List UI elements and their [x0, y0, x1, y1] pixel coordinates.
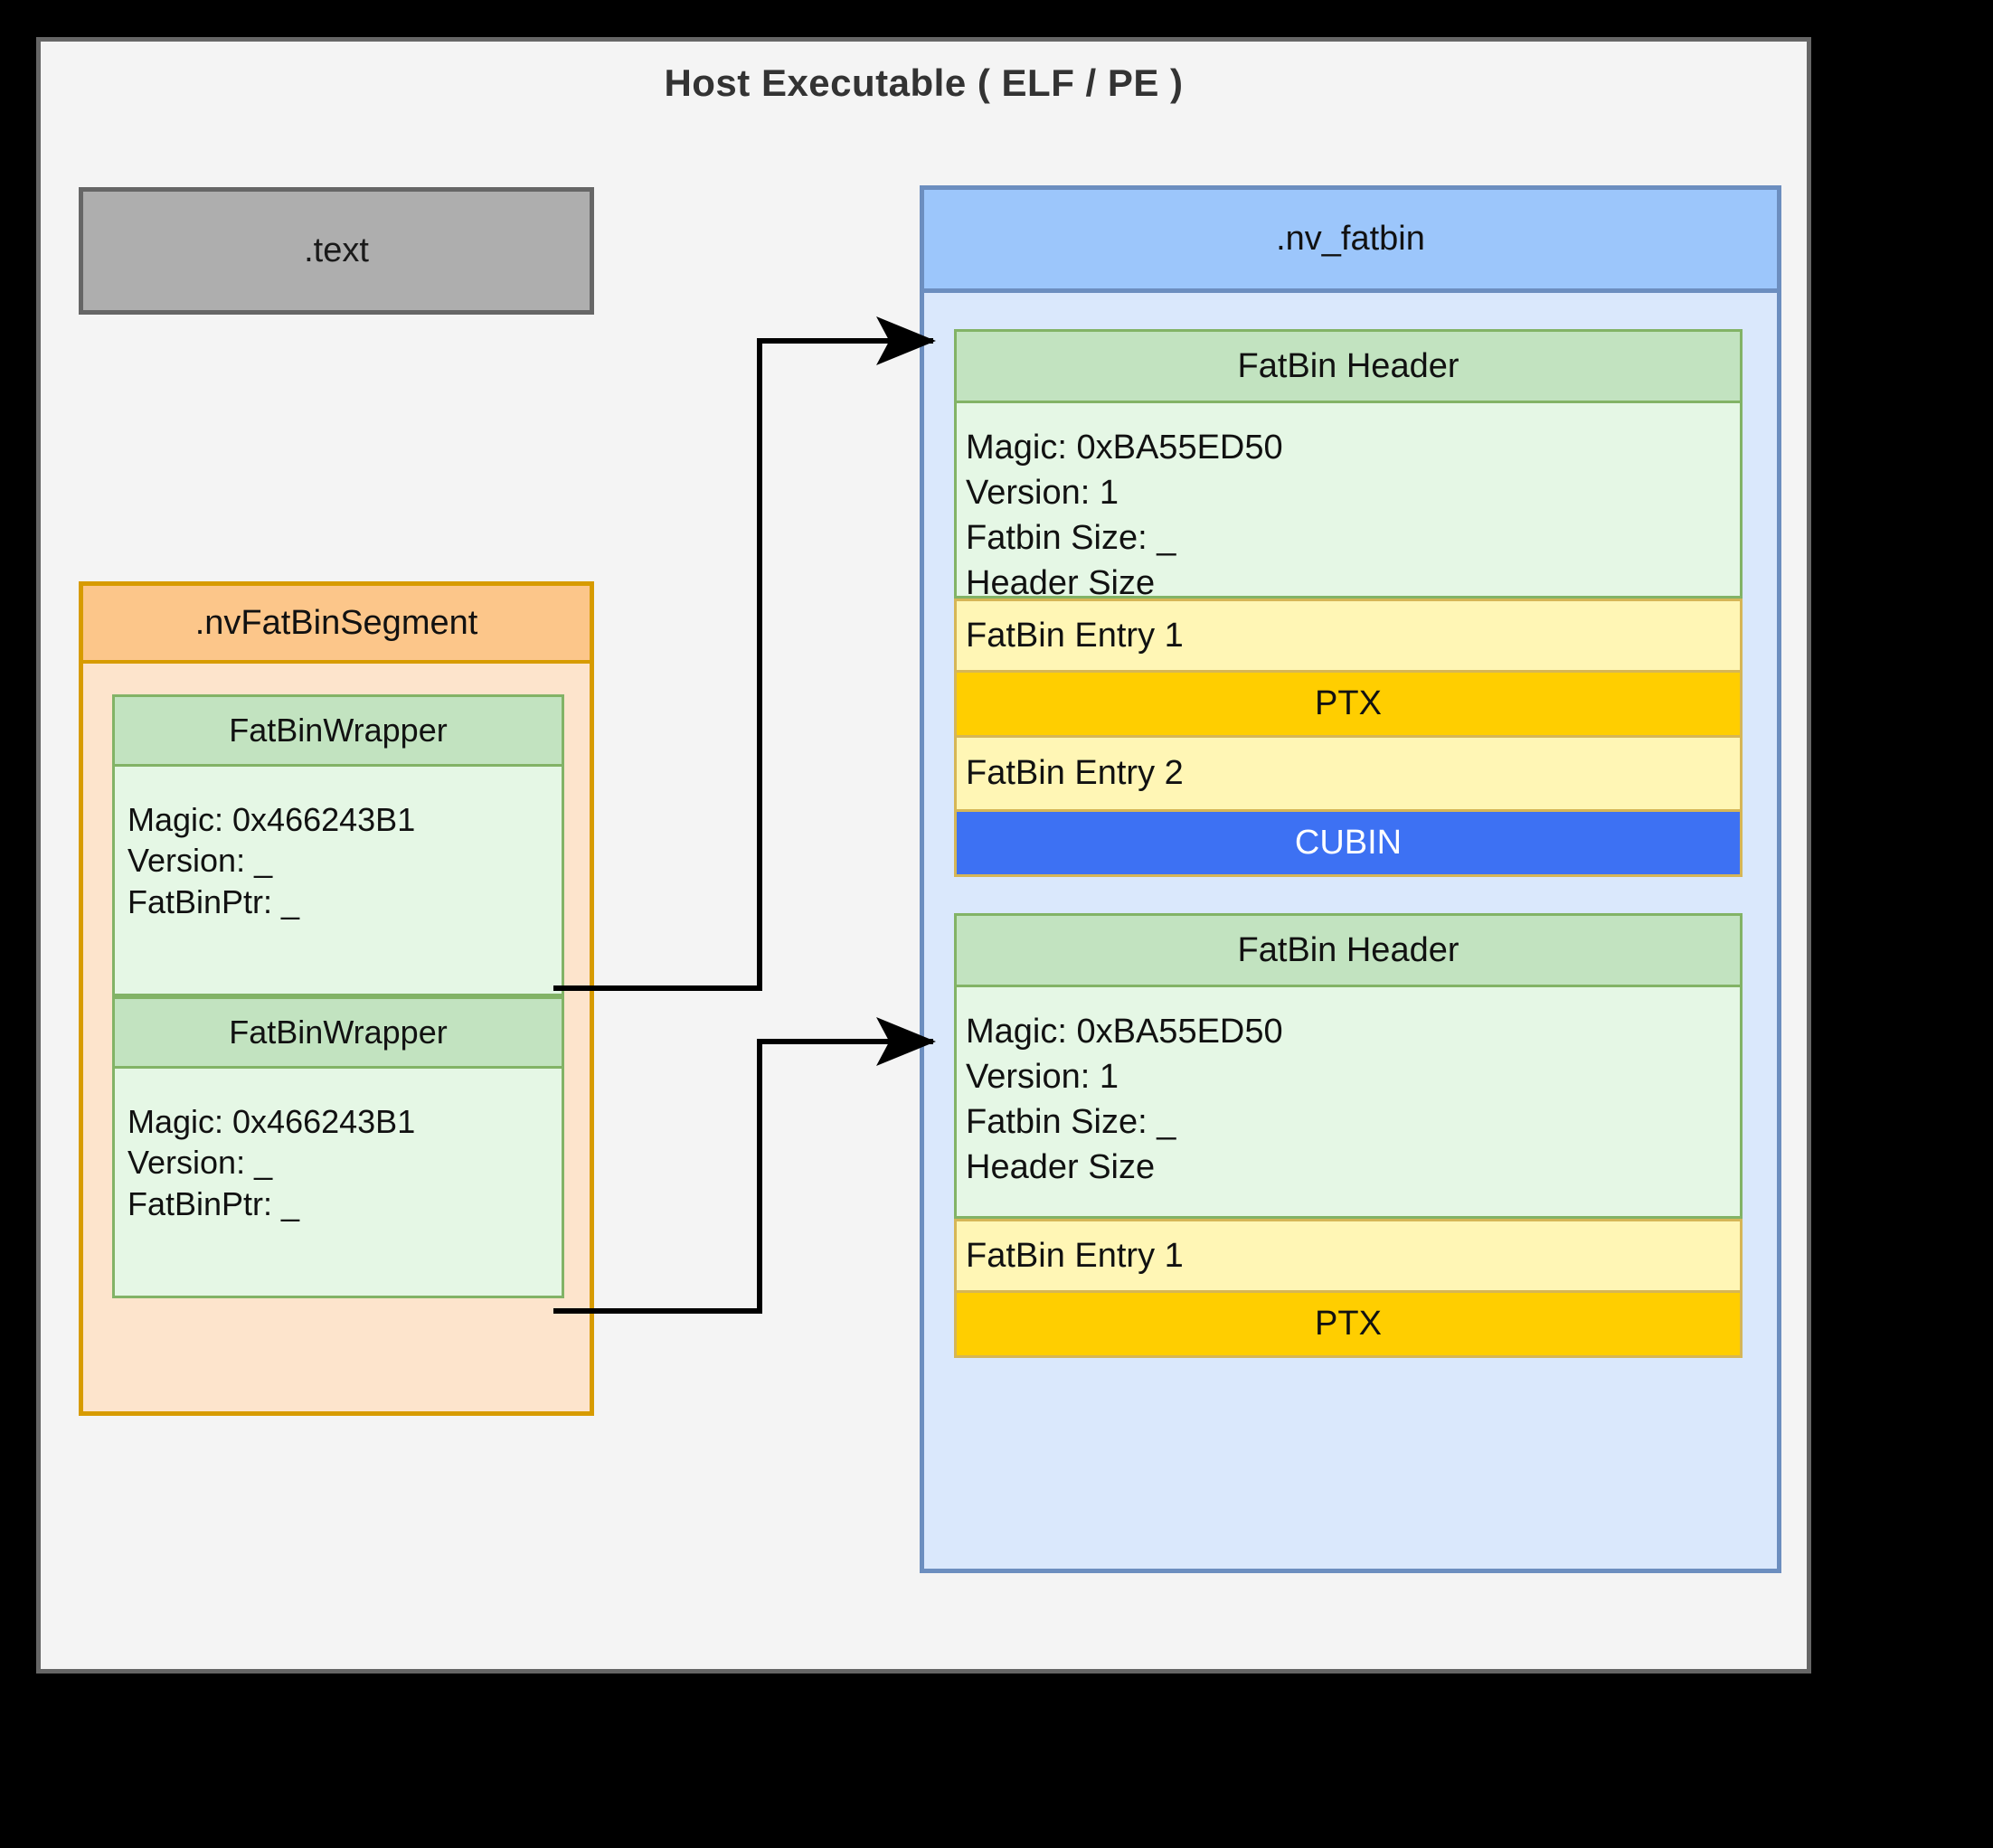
- fatbinwrapper-2-title-label: FatBinWrapper: [229, 1014, 448, 1051]
- fatbin-group-1-entry-2[interactable]: FatBin Entry 2: [954, 738, 1743, 812]
- fatbinwrapper-1-magic: Magic: 0x466243B1: [128, 801, 416, 838]
- fatbin-header-1-headersize: Header Size: [966, 564, 1156, 603]
- fatbin-group-1-payload-1-label: PTX: [1315, 684, 1382, 722]
- fatbin-group-1-payload-1[interactable]: PTX: [954, 673, 1743, 738]
- fatbinwrapper-1[interactable]: FatBinWrapper Magic: 0x466243B1 Version:…: [112, 694, 564, 996]
- fatbin-header-1-title: FatBin Header: [954, 329, 1743, 403]
- fatbin-header-2-body: Magic: 0xBA55ED50 Version: 1 Fatbin Size…: [954, 987, 1743, 1219]
- fatbinwrapper-list: FatBinWrapper Magic: 0x466243B1 Version:…: [112, 694, 564, 1298]
- fatbinwrapper-1-ptr: FatBinPtr: _: [128, 882, 300, 920]
- fatbin-group-1[interactable]: FatBin Header Magic: 0xBA55ED50 Version:…: [954, 329, 1743, 877]
- host-executable-frame: Host Executable ( ELF / PE ) .text .nvFa…: [36, 37, 1811, 1674]
- fatbin-header-2-headersize: Header Size: [966, 1148, 1156, 1187]
- fatbinwrapper-2-title: FatBinWrapper: [112, 996, 564, 1069]
- fatbin-group-1-entry-1[interactable]: FatBin Entry 1: [954, 599, 1743, 673]
- fatbin-header-2-size: Fatbin Size: _: [966, 1103, 1176, 1142]
- fatbin-group-2-payload-1-label: PTX: [1315, 1305, 1382, 1343]
- fatbin-header-1-magic: Magic: 0xBA55ED50: [966, 429, 1283, 467]
- fatbinwrapper-2-version: Version: _: [128, 1144, 273, 1182]
- nv-fatbin-header: .nv_fatbin: [924, 190, 1777, 293]
- fatbin-group-2-entry-1[interactable]: FatBin Entry 1: [954, 1219, 1743, 1293]
- fatbin-header-1-version: Version: 1: [966, 474, 1119, 513]
- fatbin-header-1-size: Fatbin Size: _: [966, 519, 1176, 558]
- fatbin-group-1-payload-2[interactable]: CUBIN: [954, 812, 1743, 877]
- fatbin-header-2-title-label: FatBin Header: [1237, 930, 1459, 969]
- fatbinwrapper-1-body: Magic: 0x466243B1 Version: _ FatBinPtr: …: [112, 767, 564, 996]
- fatbinwrapper-1-title-label: FatBinWrapper: [229, 712, 448, 749]
- fatbin-group-1-entry-2-label: FatBin Entry 2: [966, 754, 1184, 792]
- fatbin-group-list: FatBin Header Magic: 0xBA55ED50 Version:…: [954, 329, 1743, 1394]
- fatbin-group-1-entry-1-label: FatBin Entry 1: [966, 616, 1184, 655]
- fatbin-header-2-version: Version: 1: [966, 1058, 1119, 1097]
- fatbin-header-1-body: Magic: 0xBA55ED50 Version: 1 Fatbin Size…: [954, 403, 1743, 602]
- fatbin-group-1-payload-2-label: CUBIN: [1294, 824, 1403, 862]
- fatbinwrapper-2-ptr: FatBinPtr: _: [128, 1184, 300, 1222]
- fatbinwrapper-2[interactable]: FatBinWrapper Magic: 0x466243B1 Version:…: [112, 996, 564, 1298]
- nvfatbinsegment-header: .nvFatBinSegment: [83, 586, 590, 664]
- section-nv-fatbin[interactable]: .nv_fatbin FatBin Header Magic: 0xBA55ED…: [920, 185, 1781, 1573]
- fatbin-group-2-entry-1-label: FatBin Entry 1: [966, 1236, 1184, 1275]
- fatbin-header-2-title: FatBin Header: [954, 913, 1743, 987]
- fatbinwrapper-1-version: Version: _: [128, 842, 273, 880]
- fatbin-group-2[interactable]: FatBin Header Magic: 0xBA55ED50 Version:…: [954, 913, 1743, 1358]
- section-nvfatbinsegment[interactable]: .nvFatBinSegment FatBinWrapper Magic: 0x…: [79, 581, 594, 1416]
- fatbin-group-2-payload-1[interactable]: PTX: [954, 1293, 1743, 1358]
- section-text[interactable]: .text: [79, 187, 594, 315]
- fatbinwrapper-2-magic: Magic: 0x466243B1: [128, 1103, 416, 1140]
- fatbin-header-2-magic: Magic: 0xBA55ED50: [966, 1013, 1283, 1051]
- section-text-label: .text: [304, 231, 369, 269]
- fatbin-header-1-title-label: FatBin Header: [1237, 346, 1459, 385]
- fatbinwrapper-1-title: FatBinWrapper: [112, 694, 564, 767]
- nvfatbinsegment-label: .nvFatBinSegment: [194, 603, 478, 642]
- fatbinwrapper-2-body: Magic: 0x466243B1 Version: _ FatBinPtr: …: [112, 1069, 564, 1298]
- nv-fatbin-label: .nv_fatbin: [1276, 220, 1425, 258]
- page-title: Host Executable ( ELF / PE ): [664, 61, 1184, 104]
